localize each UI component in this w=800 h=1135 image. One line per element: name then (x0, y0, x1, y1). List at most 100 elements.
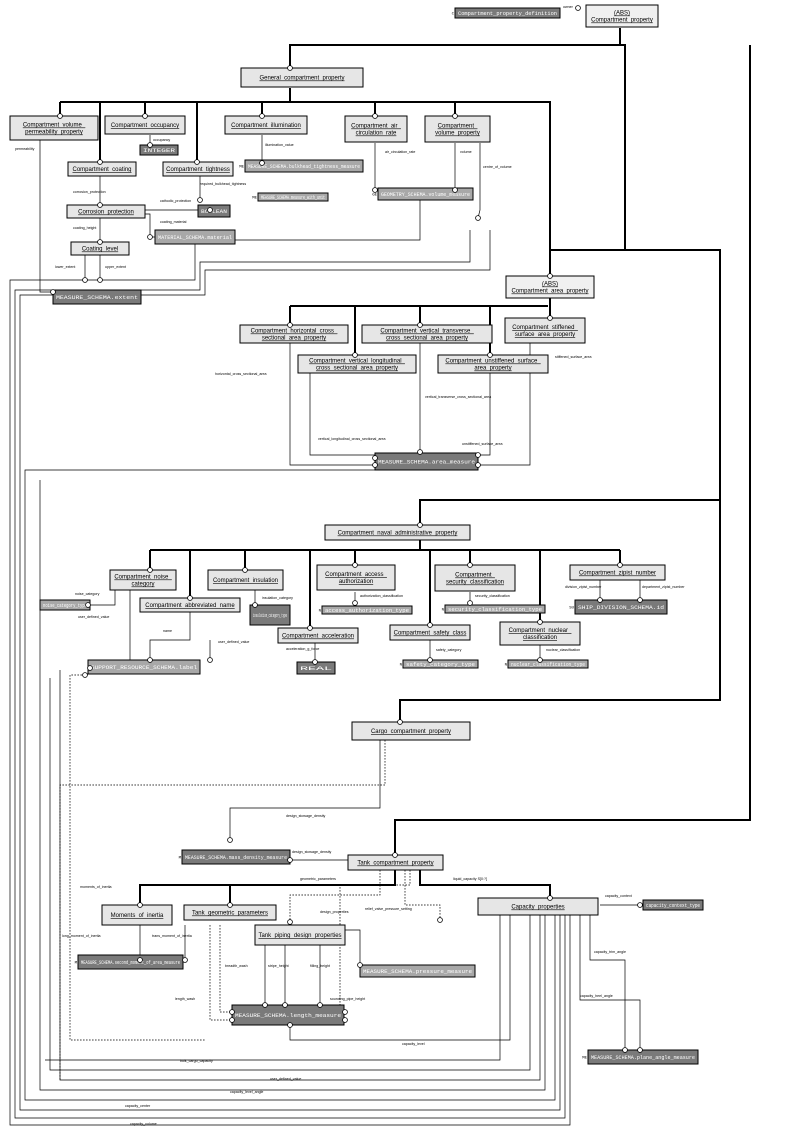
relationship-circle (352, 600, 358, 606)
subtype-lines (59, 28, 751, 905)
attr-label-udv3: user_defined_value (270, 1077, 301, 1081)
entity-compartment-acceleration[interactable]: Compartment_acceleration (277, 627, 359, 644)
entity-corrosion-protection[interactable]: Corrosion_protection (66, 204, 146, 219)
relationship-circle (452, 113, 458, 119)
entity-box (424, 115, 491, 143)
entity-compartment-illumination[interactable]: Compartment_illumination (224, 115, 308, 135)
ref-context[interactable]: capacity_context_type (642, 899, 704, 911)
ref-coating-material[interactable]: MATERIAL_SCHEMA.material (154, 229, 236, 245)
relationship-circle (137, 957, 143, 963)
entity-compartment-security-classification[interactable]: Compartment_security_classification (434, 564, 516, 592)
entity-compartment-vertical-longitudinal-cross-sectional-area-property[interactable]: Compartment_vertical_longitudinal_cross_… (297, 354, 417, 374)
entity-name: Cargo_compartment_property (371, 729, 451, 735)
relationship-circle (372, 113, 378, 119)
entity-compartment-volume-property[interactable]: Compartment_volume_property (424, 115, 491, 143)
relationship-circle (142, 113, 148, 119)
entity-compartment-air-circulation-rate[interactable]: Compartment_air_circulation_rate (344, 115, 408, 143)
relationship-circle (372, 462, 378, 468)
entity-box (437, 354, 549, 374)
ref-length[interactable]: MEASURE_SCHEMA.length_measure (231, 1004, 345, 1026)
ref-prefix: N (442, 609, 445, 613)
entity-name: Compartment_occupancy (111, 123, 179, 129)
attr-label-air: air_circulation_rate (385, 150, 415, 154)
entity-compartment-access-authorization[interactable]: Compartment_access_authorization (316, 564, 396, 591)
ref-pressure[interactable]: MEASURE_SCHEMA.pressure_measure (359, 964, 476, 978)
relationship-circle (229, 1009, 235, 1015)
ref-box (377, 187, 474, 201)
entity-compartment-coating[interactable]: Compartment_coating (67, 161, 137, 177)
entity-moments-of-inertia[interactable]: Moments_of_inertia (101, 904, 173, 926)
entity-coating-level[interactable]: Coating_level (70, 241, 130, 256)
entity-compartment-naval-administrative-property[interactable]: Compartment_naval_administrative_propert… (324, 524, 471, 541)
relationship-circle (617, 562, 623, 568)
ref-name: MEASURE_SCHEMA.extent (56, 295, 138, 301)
attr-label-tight: required_bulkhead_tightness (200, 182, 246, 186)
entity-name: Tank_geometric_parameters (192, 911, 268, 917)
ref-insulation[interactable]: insulation_category_type (249, 604, 291, 626)
line-root-general (289, 44, 620, 70)
relationship-circle (352, 352, 358, 358)
attr-label-length: length_wash (175, 997, 195, 1001)
entity-compartment-insulation[interactable]: Compartment_insulation (207, 569, 284, 591)
entity-compartment-horizontal-cross-sectional-area-property[interactable]: Compartment_horizontal_cross_sectional_a… (239, 324, 349, 344)
entity-compartment-property[interactable]: (ABS)Compartment_property (585, 4, 659, 28)
entity-name: Compartment_nuclear_ (509, 628, 572, 634)
entity-compartment-unstiffened-surface-area-property[interactable]: Compartment_unstiffened_surface_area_pro… (437, 354, 549, 374)
attr-label-sounding: sounding_pipe_height (330, 997, 365, 1001)
relationship-circle (427, 657, 433, 663)
entity-box (504, 317, 586, 344)
relationship-circle (467, 600, 473, 606)
attr-label-lower: lower_extent (55, 265, 75, 269)
entity-compartment-stiffened-surface-area-property[interactable]: Compartment_stiffened_surface_area_prope… (504, 317, 586, 344)
ref-cathodic[interactable]: BOOLEAN (197, 204, 231, 218)
attr-label-illumination: illumination_value (265, 143, 294, 147)
ref-descriptive[interactable]: SUPPORT_RESOURCE_SCHEMA.label (87, 659, 201, 675)
ref-area[interactable]: MEASURE_SCHEMA.area_measure (374, 452, 479, 471)
relationship-circle (417, 522, 423, 528)
entity-tank-piping-design-properties[interactable]: Tank_piping_design_properties (254, 924, 346, 946)
ref-extent[interactable]: MEASURE_SCHEMA.extent (52, 289, 142, 305)
entity-compartment-safety-class[interactable]: Compartment_safety_class (389, 624, 471, 641)
attr-label-stripe: stripe_height (268, 964, 289, 968)
entity-compartment-area-property[interactable]: (ABS)Compartment_area_property (505, 275, 595, 299)
attr-label-breadth: breadth_wash (225, 964, 248, 968)
entity-compartment-noise-category[interactable]: Compartment_noise_category (109, 569, 177, 591)
relationship-circle (475, 452, 481, 458)
attr-label-vlcs: vertical_longitudinal_cross_sectional_ar… (318, 437, 386, 441)
entity-compartment-occupancy[interactable]: Compartment_occupancy (104, 115, 186, 135)
ref-prefix: ME (582, 1057, 587, 1061)
entity-cargo-compartment-property[interactable]: Cargo_compartment_property (351, 721, 471, 741)
attr-label-liquid: liquid_capacity S[0:?] (453, 877, 487, 881)
dashed-line (69, 674, 205, 1041)
entity-compartment-nuclear-classification[interactable]: Compartment_nuclear_classification (499, 621, 581, 646)
ref-occupancy[interactable]: INTEGER (139, 144, 179, 156)
ref-name: MEASURE_SCHEMA.second_moment_of_area_mea… (81, 960, 180, 966)
line-root-tank (394, 45, 751, 855)
attr-label-levelangle: capacity_level_angle (230, 1090, 263, 1094)
relationship-circle (252, 602, 258, 608)
ref-prefix: M (75, 962, 78, 966)
attr-label-moments: moments_of_inertia (80, 885, 112, 889)
entity-general-compartment-property[interactable]: General_compartment_property (240, 67, 364, 88)
entity-compartment-zipist-number[interactable]: Compartment_zipist_number (569, 564, 666, 581)
entity-compartment-vertical-transverse-cross-sectional-area-property[interactable]: Compartment_vertical_transverse_cross_se… (361, 324, 493, 344)
ref-box (444, 604, 546, 614)
entity-compartment-volume-permeability-property[interactable]: Compartment_volume_permeability_property (9, 115, 99, 141)
label-layer: ownerpermeabilityoccupancyillumination_v… (15, 5, 685, 1126)
ref-noise[interactable]: noise_category_type (39, 599, 91, 611)
entity-capacity-properties[interactable]: Capacity_properties (477, 897, 599, 916)
relationship-circle (417, 322, 423, 328)
ref-box (197, 204, 231, 218)
